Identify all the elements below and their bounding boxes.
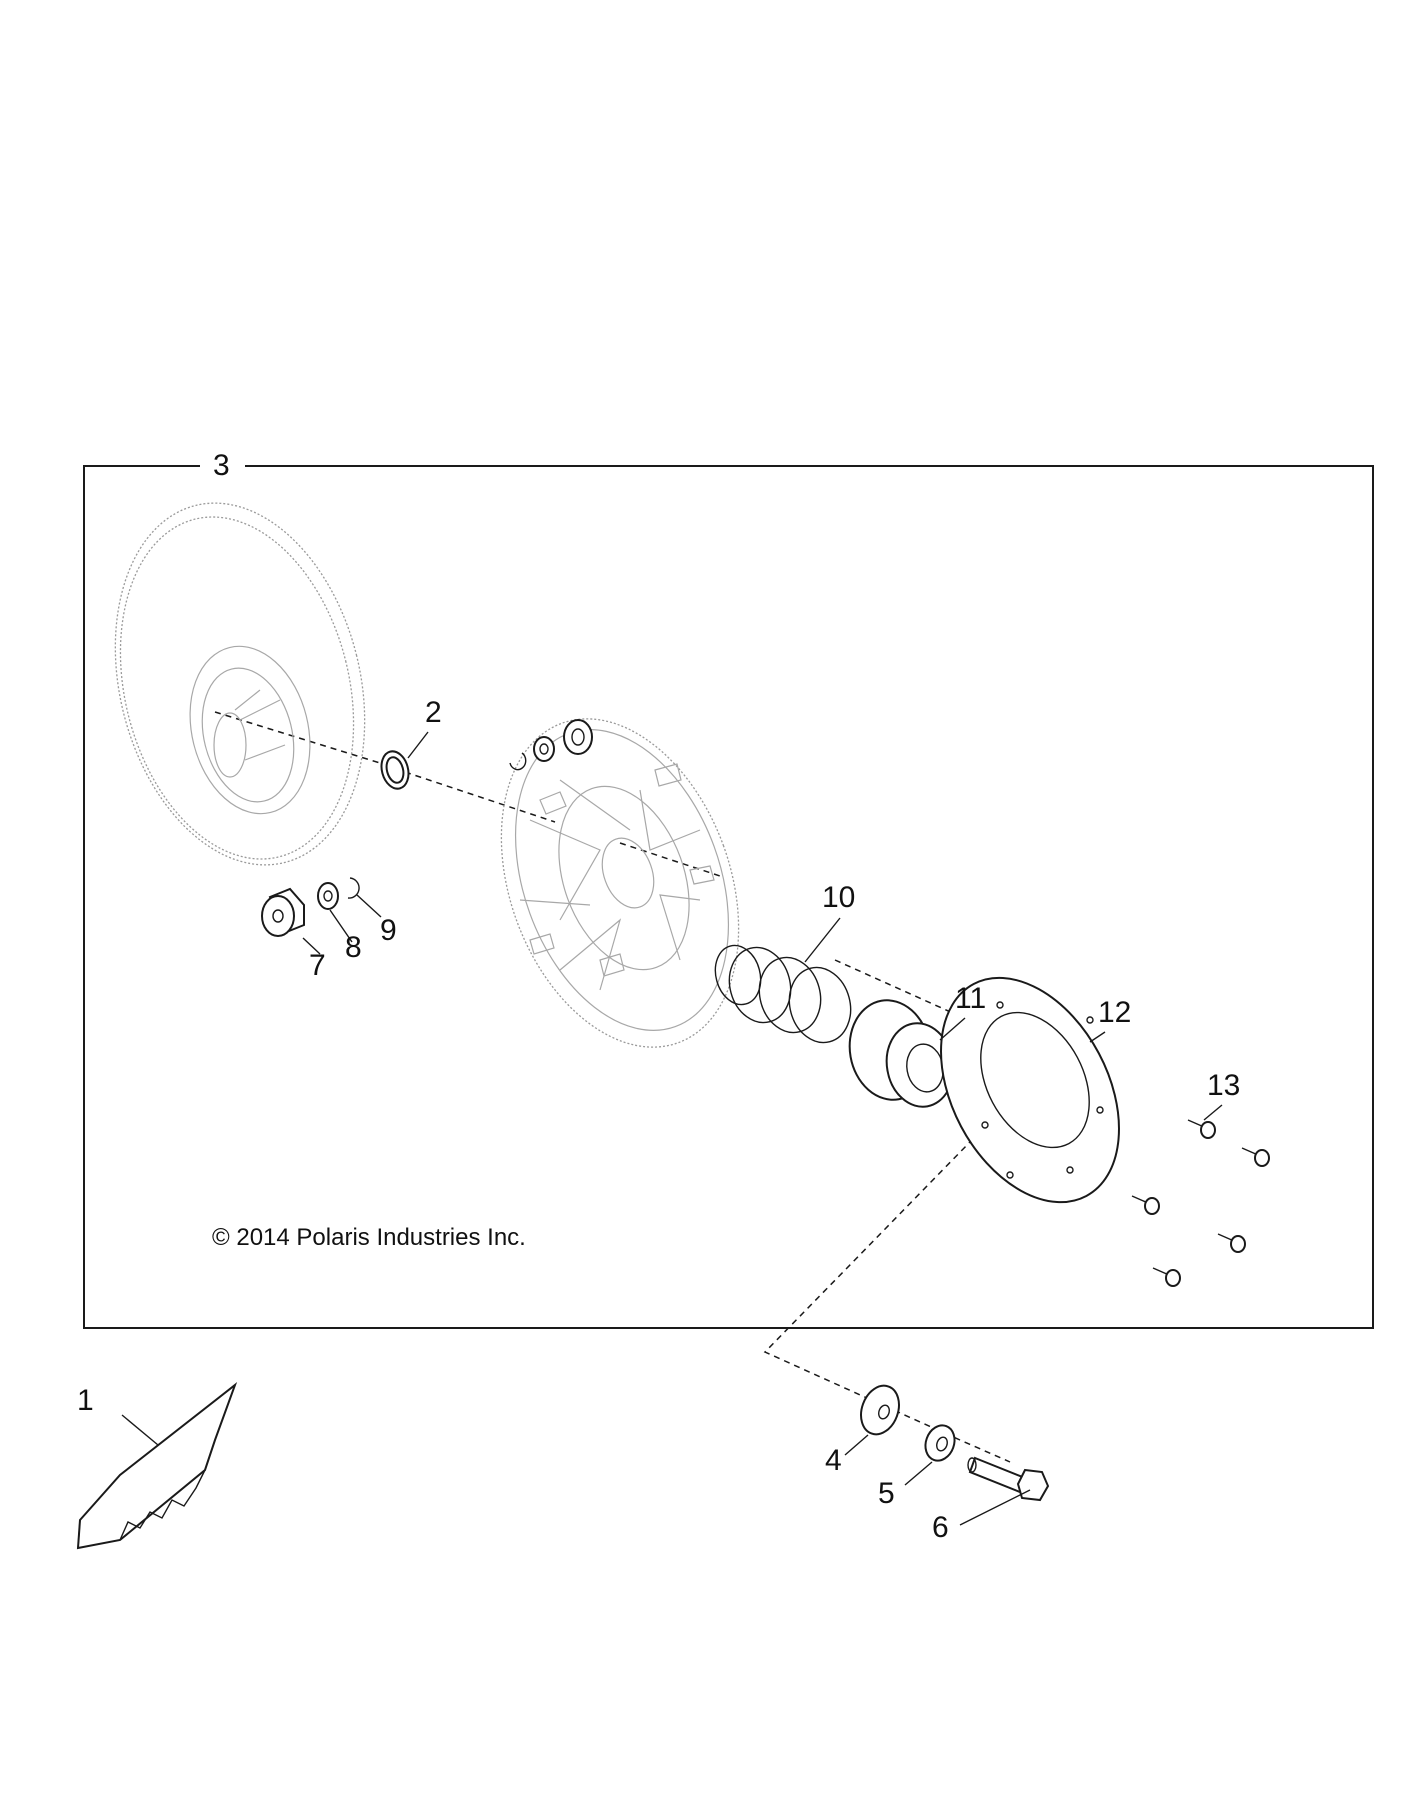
screws	[1131, 1119, 1270, 1287]
bolt	[967, 1456, 1050, 1502]
label-3: 3	[213, 449, 230, 482]
label-2: 2	[425, 696, 442, 729]
drive-belt	[76, 1382, 238, 1550]
movable-sheave	[500, 718, 740, 1048]
bolt-axis-line	[763, 1059, 1051, 1463]
cover-plate	[940, 976, 1120, 1204]
spring	[714, 944, 852, 1044]
small-washer	[924, 1424, 956, 1462]
spring-cup	[848, 999, 955, 1108]
label-6: 6	[932, 1511, 949, 1544]
label-5: 5	[878, 1477, 895, 1510]
label-8: 8	[345, 931, 362, 964]
copyright-notice: © 2014 Polaris Industries Inc.	[212, 1224, 526, 1251]
label-13: 13	[1207, 1069, 1240, 1102]
label-12: 12	[1098, 996, 1131, 1029]
fixed-sheave	[114, 502, 366, 866]
upper-roller-set	[509, 719, 593, 771]
label-10: 10	[822, 881, 855, 914]
label-9: 9	[380, 914, 397, 947]
label-7: 7	[309, 949, 326, 982]
thrust-washer	[380, 750, 410, 790]
label-11: 11	[955, 982, 986, 1015]
label-1: 1	[77, 1384, 94, 1417]
lower-roller-set	[261, 877, 360, 937]
assembly-frame	[83, 465, 1374, 1329]
center-axis-line	[214, 711, 1036, 1051]
leader-lines	[121, 731, 1223, 1526]
label-4: 4	[825, 1444, 842, 1477]
large-washer	[860, 1384, 900, 1436]
